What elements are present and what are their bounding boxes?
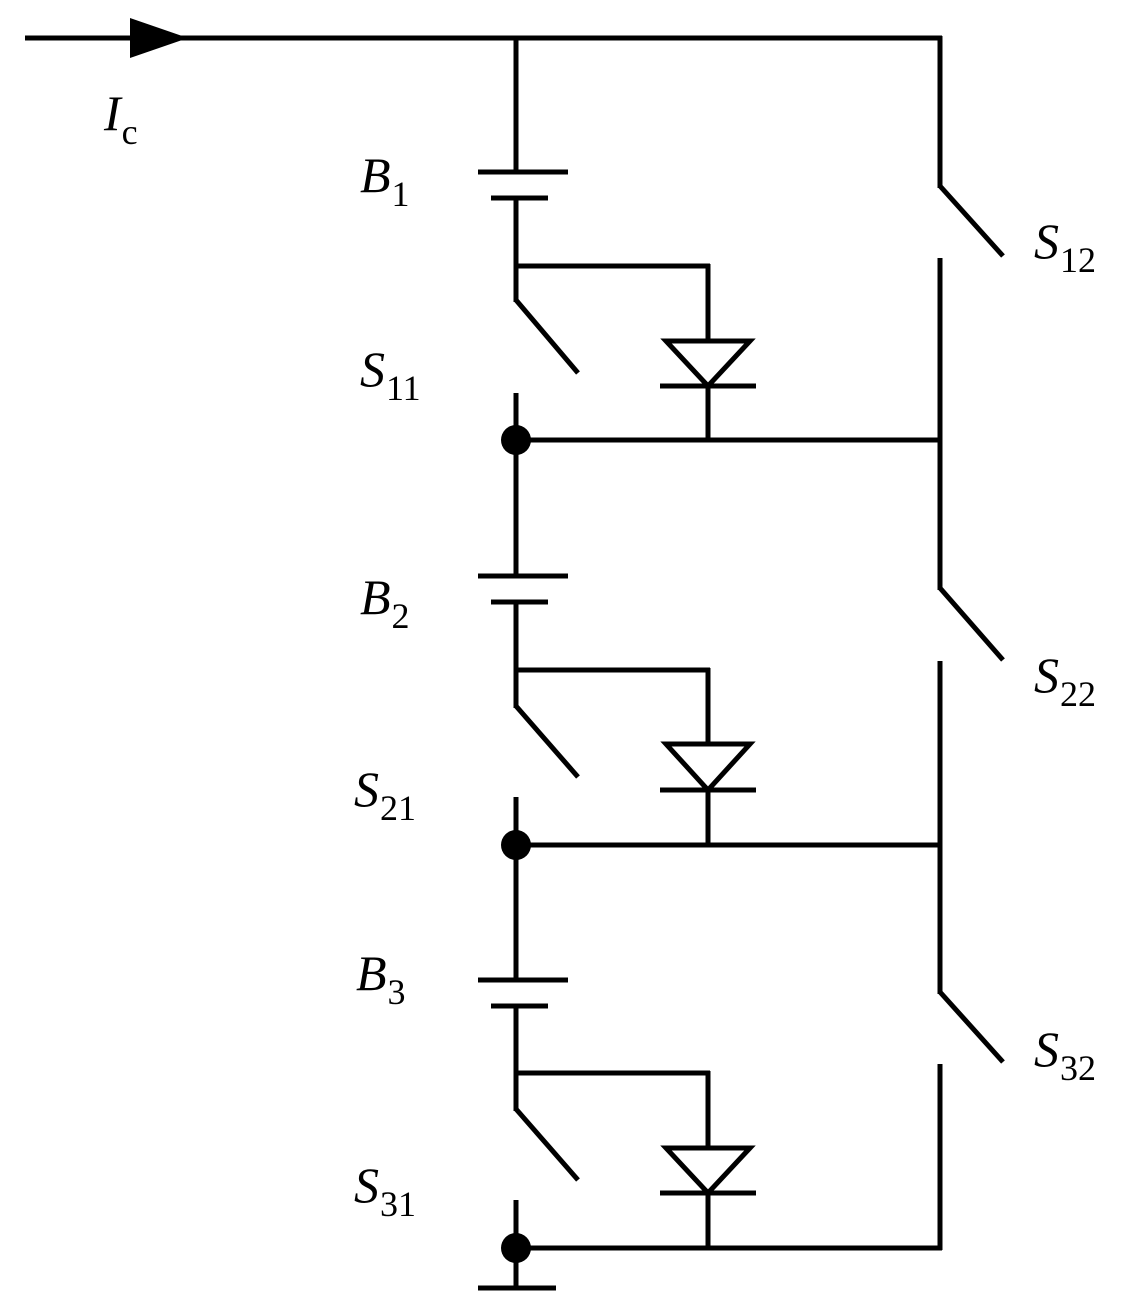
diode-2-icon bbox=[660, 741, 756, 794]
switch-s32-blade bbox=[938, 990, 1005, 1064]
cell-1 bbox=[478, 36, 942, 455]
current-label: Ic bbox=[104, 85, 138, 152]
label-s21: S21 bbox=[354, 761, 416, 828]
current-arrow-icon bbox=[130, 18, 188, 58]
cell-3 bbox=[478, 845, 942, 1290]
node-3 bbox=[501, 1233, 531, 1263]
switch-s22-blade bbox=[938, 586, 1005, 662]
label-s22: S22 bbox=[1034, 647, 1096, 714]
switch-s21-blade bbox=[514, 704, 580, 779]
input-line bbox=[25, 18, 942, 58]
right-bus bbox=[937, 36, 1005, 1250]
label-s31: S31 bbox=[354, 1157, 416, 1224]
switch-s11-blade bbox=[514, 298, 580, 375]
label-b1: B1 bbox=[360, 147, 410, 214]
diode-1-icon bbox=[660, 338, 756, 390]
label-s32: S32 bbox=[1034, 1021, 1096, 1088]
label-b3: B3 bbox=[356, 945, 406, 1012]
switch-s31-blade bbox=[514, 1107, 580, 1182]
cell-2 bbox=[478, 440, 942, 860]
switch-s12-blade bbox=[938, 184, 1005, 258]
label-b2: B2 bbox=[360, 569, 410, 636]
label-s12: S12 bbox=[1034, 213, 1096, 280]
diode-3-icon bbox=[660, 1145, 756, 1197]
label-s11: S11 bbox=[360, 341, 421, 408]
